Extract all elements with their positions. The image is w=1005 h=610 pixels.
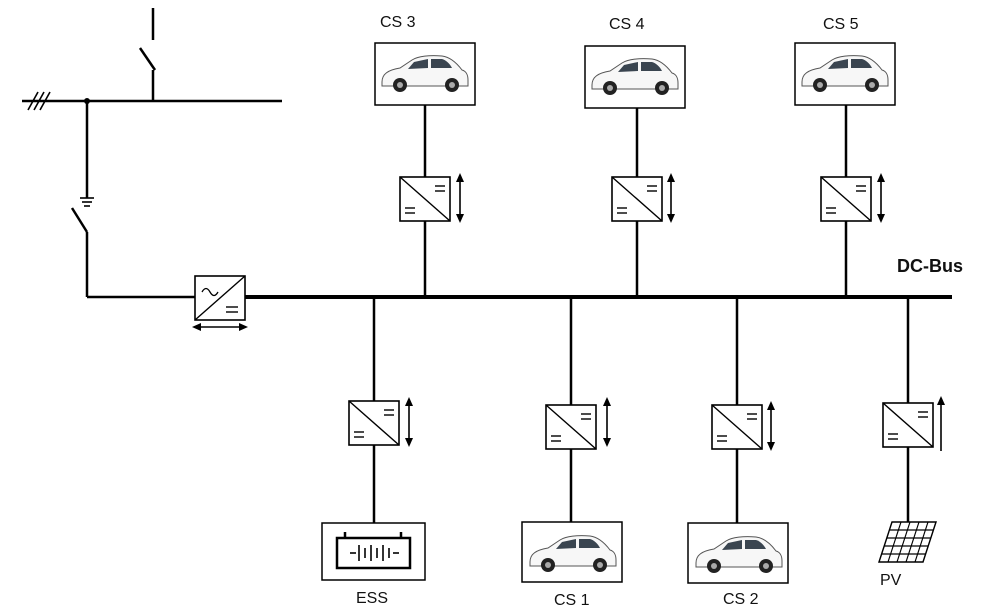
ess-branch xyxy=(322,297,425,580)
dc-bus-label: DC-Bus xyxy=(897,256,963,277)
dc-dc-converter xyxy=(883,403,933,447)
grid-switch xyxy=(140,8,155,101)
dc-dc-converter xyxy=(400,177,450,221)
cs1-label: CS 1 xyxy=(554,592,590,610)
solar-panel-icon xyxy=(879,522,936,562)
feeder-switch xyxy=(72,208,195,297)
cs2-label: CS 2 xyxy=(723,591,759,609)
battery-icon xyxy=(337,532,410,568)
bidirectional-arrow-icon xyxy=(456,173,464,223)
cs2-branch xyxy=(688,297,788,583)
dc-dc-converter xyxy=(349,401,399,445)
pv-label: PV xyxy=(880,572,901,590)
bidirectional-arrow-icon xyxy=(603,397,611,447)
cs5-label: CS 5 xyxy=(823,16,859,34)
ess-label: ESS xyxy=(356,590,388,608)
cs3-branch xyxy=(375,43,475,297)
ground-icon xyxy=(80,198,94,206)
dc-dc-converter xyxy=(612,177,662,221)
ac-dc-converter xyxy=(192,276,248,331)
ac-grid xyxy=(22,8,282,297)
bidirectional-arrow-icon xyxy=(192,323,248,331)
cs4-label: CS 4 xyxy=(609,16,645,34)
pv-branch xyxy=(879,297,945,562)
bidirectional-arrow-icon xyxy=(667,173,675,223)
dc-dc-converter xyxy=(546,405,596,449)
dc-dc-converter xyxy=(821,177,871,221)
cs4-branch xyxy=(585,46,685,297)
bidirectional-arrow-icon xyxy=(877,173,885,223)
cs5-branch xyxy=(795,43,895,297)
unidirectional-arrow-icon xyxy=(937,396,945,451)
dc-dc-converter xyxy=(712,405,762,449)
cs1-branch xyxy=(522,297,622,582)
bidirectional-arrow-icon xyxy=(405,397,413,447)
bidirectional-arrow-icon xyxy=(767,401,775,451)
cs3-label: CS 3 xyxy=(380,14,416,32)
